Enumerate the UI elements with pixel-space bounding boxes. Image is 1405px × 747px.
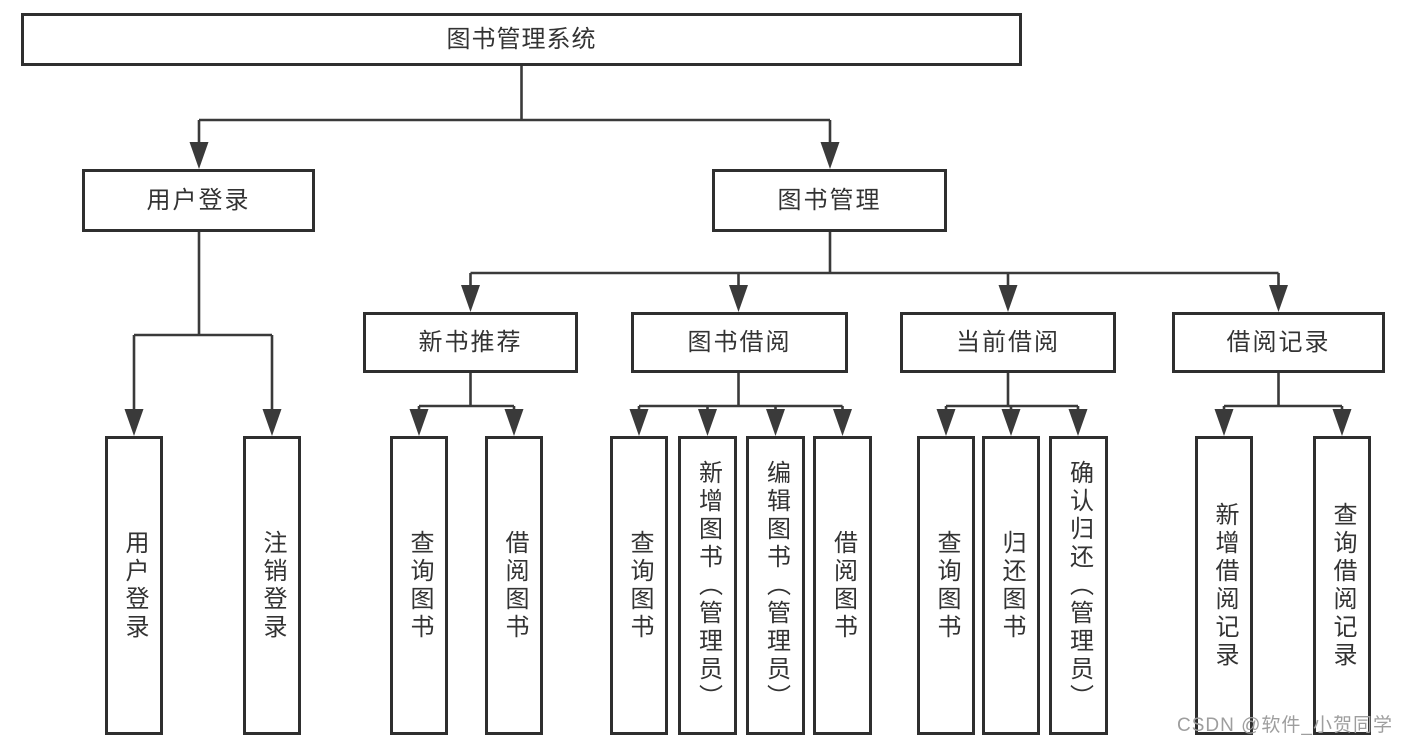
arrowhead [698, 409, 717, 436]
connector-current-borrow-children [936, 373, 1088, 436]
arrowhead [504, 409, 524, 436]
node-user-login: 用户登录 [82, 169, 315, 232]
node-borrow-records: 借阅记录 [1172, 312, 1385, 373]
leaf-borrow-borrow-books: 借阅图书 [813, 436, 872, 735]
node-current-borrow: 当前借阅 [900, 312, 1116, 373]
arrowhead [833, 409, 852, 436]
arrowhead [409, 409, 429, 436]
leaf-recommend-query-books: 查询图书 [390, 436, 448, 735]
arrowhead [1332, 409, 1352, 436]
connector-borrow-records-children [1214, 373, 1352, 436]
node-book-borrow: 图书借阅 [631, 312, 848, 373]
leaf-recommend-borrow-books: 借阅图书 [485, 436, 543, 735]
arrowhead [189, 142, 209, 169]
leaf-records-add-borrow-record: 新增借阅记录 [1195, 436, 1253, 735]
arrowhead [766, 409, 785, 436]
connector-root-to-level2 [189, 66, 840, 169]
leaf-borrow-add-books-admin: 新增图书（管理员） [678, 436, 737, 735]
leaf-borrow-edit-books-admin: 编辑图书（管理员） [746, 436, 805, 735]
leaf-current-confirm-return-admin: 确认归还（管理员） [1049, 436, 1108, 735]
arrowhead [629, 409, 649, 436]
arrowhead [1214, 409, 1234, 436]
arrowhead [262, 409, 282, 436]
connector-new-book-recommend-children [409, 373, 524, 436]
arrowhead [1068, 409, 1088, 436]
connector-user-login-children [124, 232, 282, 436]
arrowhead [729, 285, 748, 312]
arrowhead [124, 409, 144, 436]
arrowhead [936, 409, 956, 436]
leaf-logout: 注销登录 [243, 436, 301, 735]
node-new-book-recommend: 新书推荐 [363, 312, 578, 373]
node-library-system: 图书管理系统 [21, 13, 1022, 66]
node-book-management: 图书管理 [712, 169, 947, 232]
leaf-records-query-borrow-record: 查询借阅记录 [1313, 436, 1371, 735]
arrowhead [461, 285, 480, 312]
connector-book-management-children [461, 232, 1288, 312]
arrowhead [998, 285, 1018, 312]
watermark: CSDN @软件_小贺同学 [1177, 715, 1393, 736]
leaf-user-login: 用户登录 [105, 436, 163, 735]
connector-book-borrow-children [629, 373, 852, 436]
leaf-current-return-books: 归还图书 [982, 436, 1040, 735]
leaf-borrow-query-books: 查询图书 [610, 436, 668, 735]
arrowhead [1269, 285, 1288, 312]
leaf-current-query-books: 查询图书 [917, 436, 975, 735]
arrowhead [820, 142, 840, 169]
arrowhead [1001, 409, 1021, 436]
